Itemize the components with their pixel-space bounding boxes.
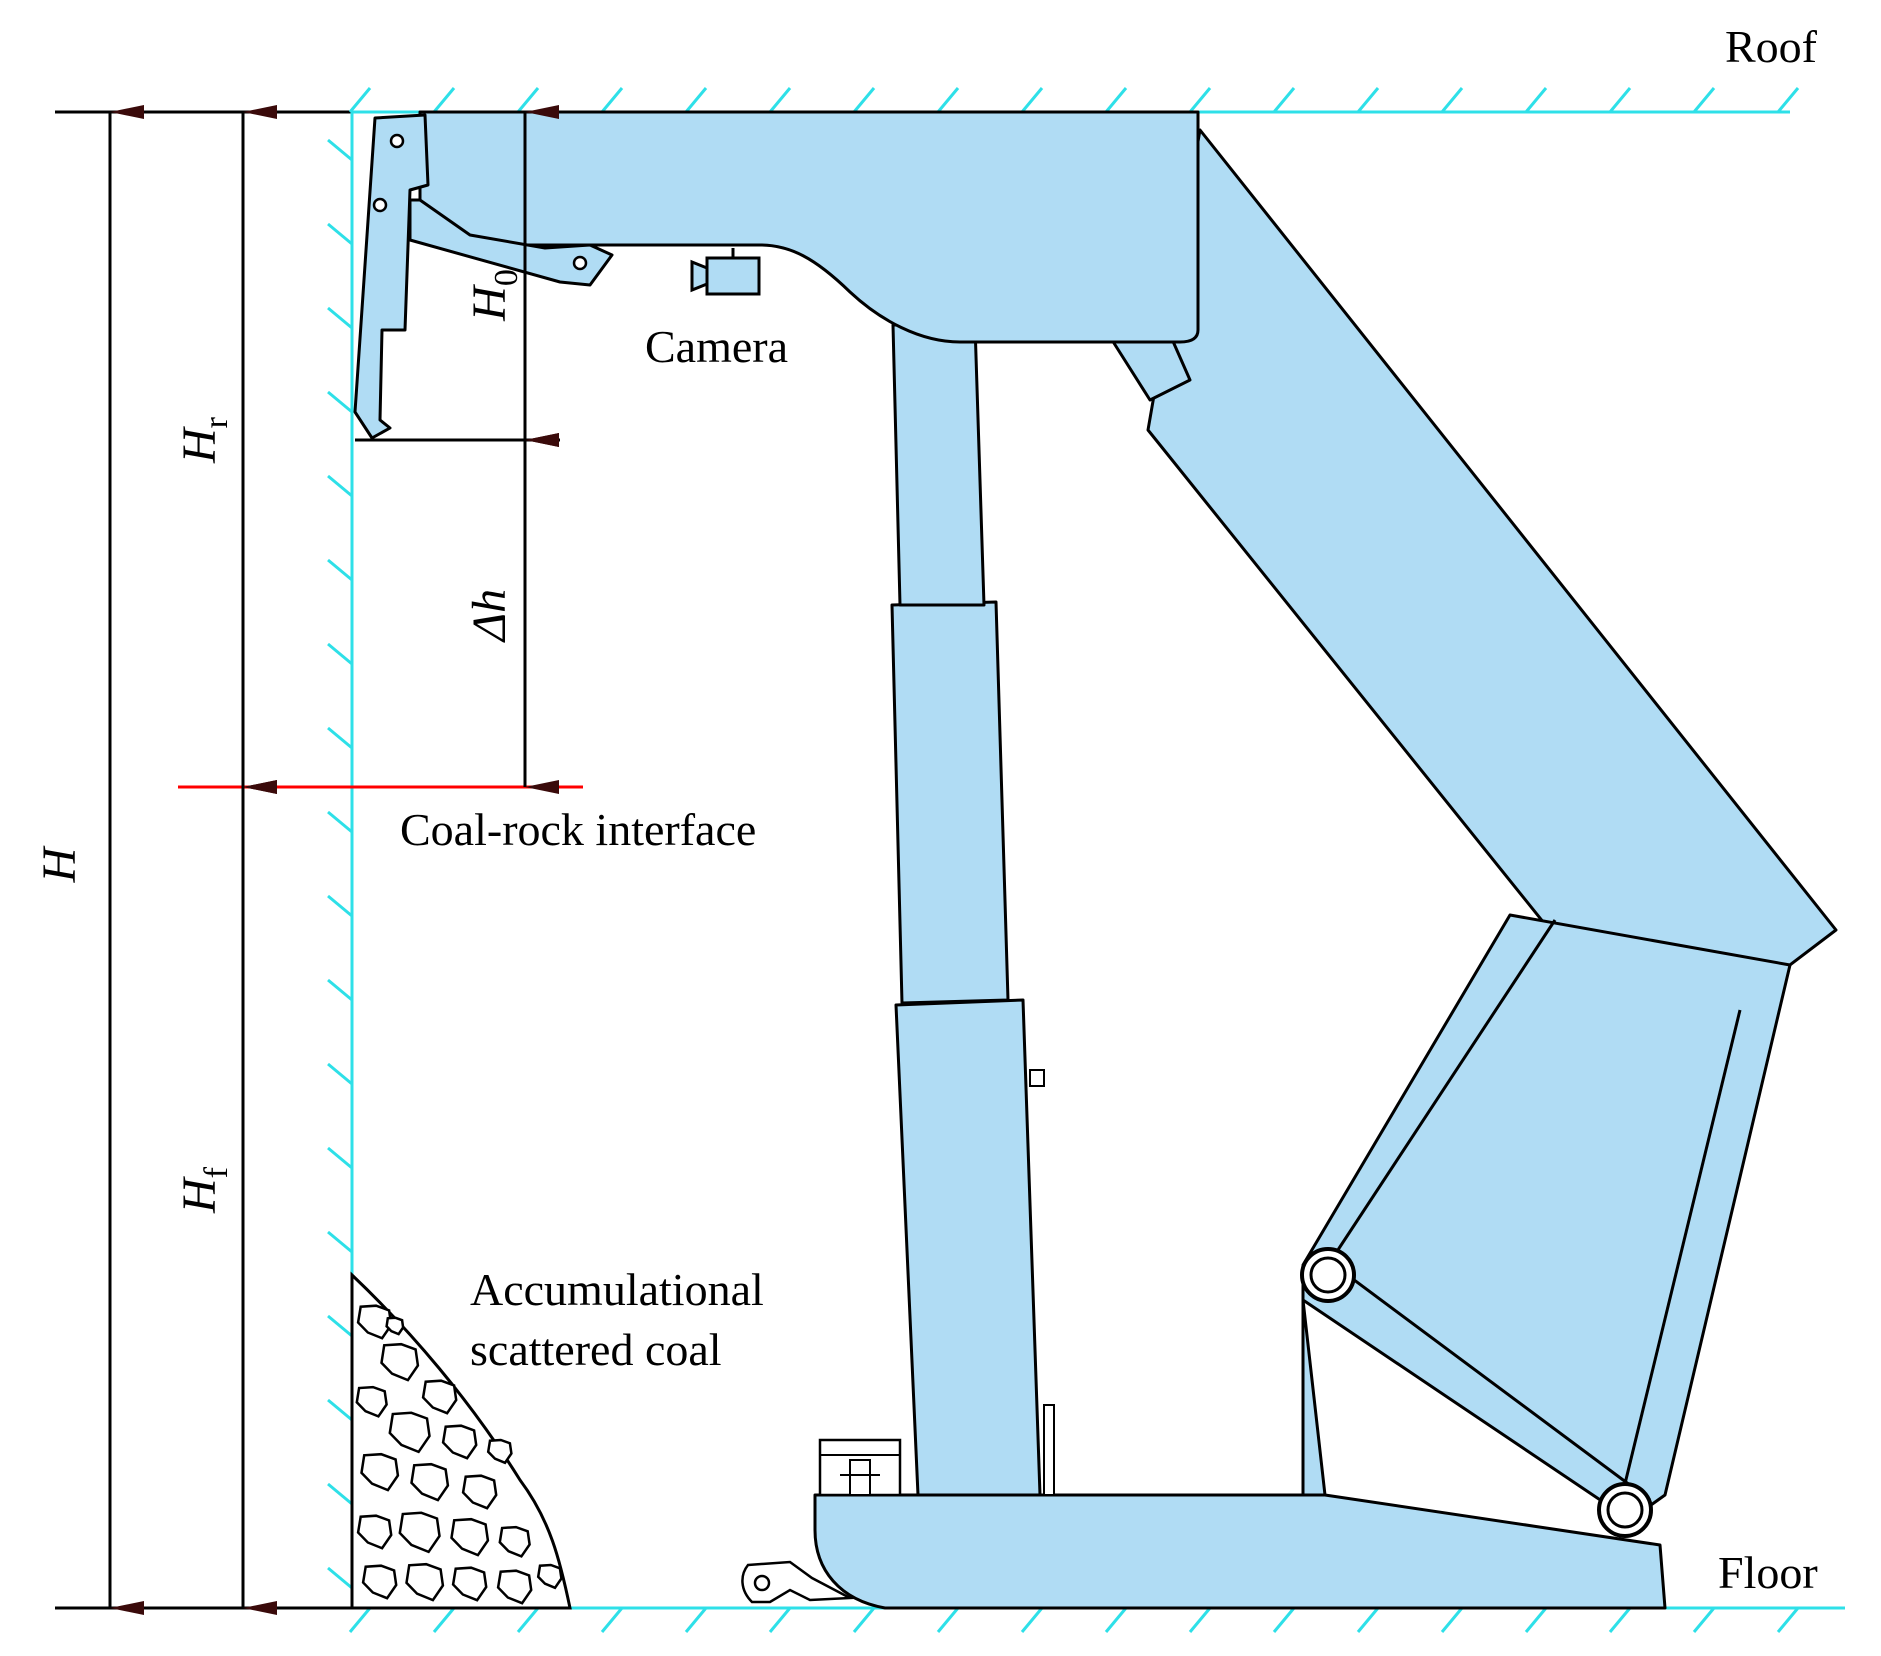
- coal-piece: [380, 1342, 420, 1382]
- coal-piece: [536, 1563, 563, 1590]
- coal-piece: [496, 1569, 533, 1605]
- coal-piece: [356, 1304, 393, 1340]
- coal-piece: [356, 1514, 393, 1550]
- coal-piece: [450, 1517, 490, 1557]
- roof-line: [55, 87, 1800, 114]
- coal-piece: [498, 1525, 531, 1558]
- floor-line: [55, 1606, 1845, 1633]
- label-coal-rock-interface: Coal-rock interface: [400, 804, 756, 855]
- coal-piece: [355, 1385, 388, 1418]
- coal-piece: [461, 1474, 498, 1510]
- symbol-H0: H0: [463, 269, 525, 322]
- base: [813, 1493, 1667, 1610]
- front-leg-middle: [890, 600, 1010, 1005]
- coal-wall: [327, 112, 354, 1608]
- scattered-coal-pile: [350, 1271, 572, 1610]
- coal-piece: [410, 1462, 450, 1502]
- coal-piece: [405, 1562, 445, 1602]
- label-scattered-coal-2: scattered coal: [470, 1324, 722, 1375]
- symbol-H: H: [33, 845, 86, 883]
- hydraulic-support: [353, 110, 1838, 1610]
- label-roof: Roof: [1725, 21, 1818, 72]
- label-floor: Floor: [1718, 1547, 1818, 1598]
- symbol-Hr: Hr: [173, 416, 235, 464]
- symbol-dh: Δh: [463, 589, 516, 643]
- camera-icon: [690, 248, 761, 296]
- push-hook: [741, 1560, 855, 1604]
- front-leg-lower: [894, 998, 1042, 1497]
- label-camera: Camera: [645, 321, 788, 372]
- coal-piece: [361, 1564, 398, 1600]
- coal-piece: [421, 1379, 458, 1415]
- coal-piece: [360, 1452, 400, 1492]
- coal-piece: [398, 1511, 441, 1554]
- coal-piece: [385, 1316, 405, 1336]
- symbol-Hf: Hf: [173, 1166, 235, 1214]
- caving-shield: [1146, 128, 1838, 1067]
- face-guard: [353, 113, 430, 440]
- coal-piece: [451, 1566, 488, 1602]
- coal-piece: [388, 1411, 431, 1454]
- label-scattered-coal-1: Accumulational: [470, 1264, 764, 1315]
- front-leg-upper: [891, 323, 986, 607]
- canopy: [418, 110, 1200, 344]
- coal-piece: [441, 1424, 478, 1460]
- rear-link: [1301, 913, 1792, 1522]
- coal-piece: [486, 1438, 513, 1465]
- valve-block: [818, 1438, 902, 1497]
